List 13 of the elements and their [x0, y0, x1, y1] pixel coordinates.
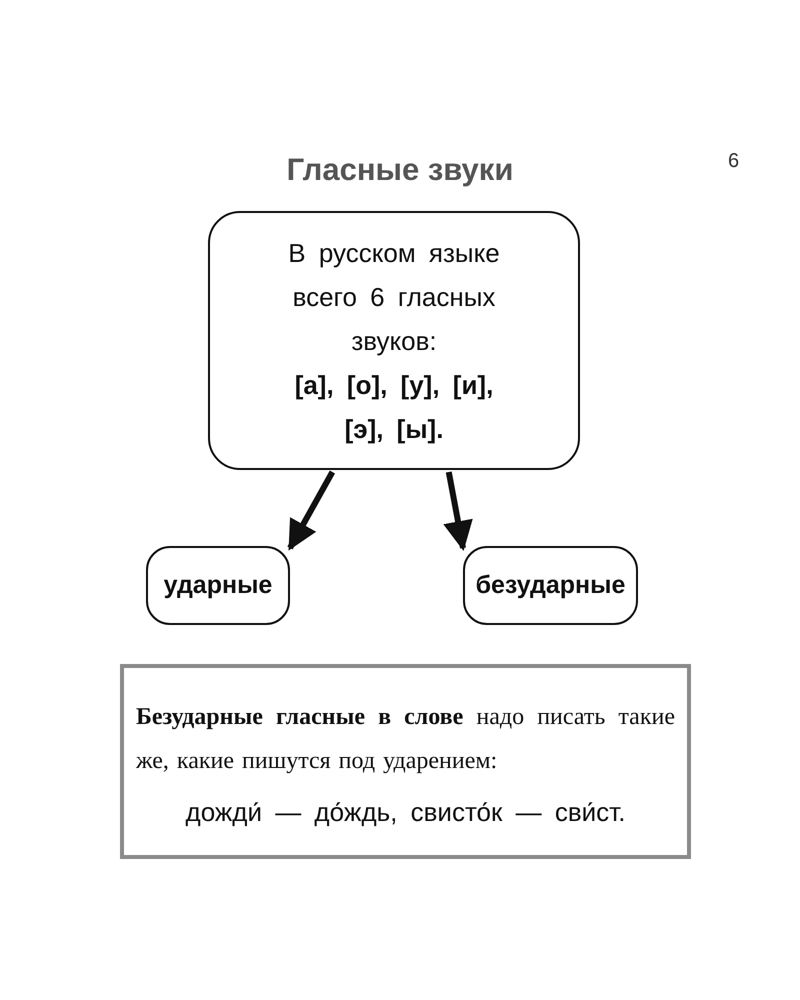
category-box [463, 546, 638, 625]
category-box [146, 546, 290, 625]
example-words: дожди́ — до́ждь, свисто́к — сви́ст. [184, 797, 626, 828]
arrow [287, 470, 336, 551]
category-label: безударные [476, 571, 626, 600]
page-number: 6 [728, 150, 740, 173]
arrow [443, 471, 473, 551]
rule-text: Безударные гласные в слове надо писать такие же, какие пишутся под ударением: [136, 703, 675, 776]
info-box [208, 211, 580, 470]
vowel-list: [а], [о], [у], [и], [э], [ы]. [294, 362, 494, 450]
title: Гласные звуки [286, 152, 514, 188]
info-text: В русском языке всего 6 гласных звуков: [287, 236, 501, 358]
category-label: ударные [164, 571, 272, 600]
